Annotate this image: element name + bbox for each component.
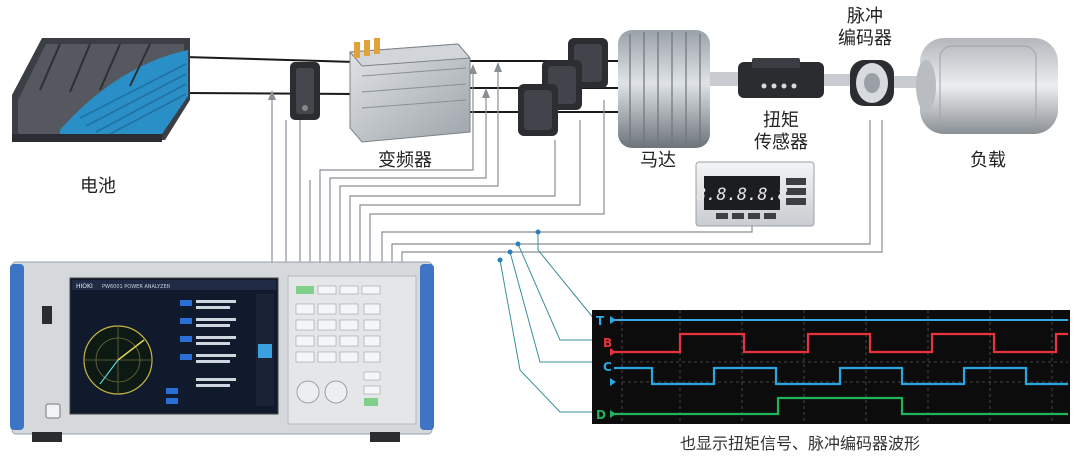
torque-meter xyxy=(695,161,815,227)
encoder-label-line2: 编码器 xyxy=(838,28,892,49)
battery-label: 电池 xyxy=(80,176,116,197)
torque-sensor-label-line2: 传感器 xyxy=(754,132,808,153)
leader-dots xyxy=(497,229,541,263)
power-analyzer xyxy=(10,261,434,442)
torque-sensor-label-line1: 扭矩 xyxy=(763,110,799,131)
pulse-encoder xyxy=(850,60,922,106)
torque-meter-readout: 8.8.8.8.8 xyxy=(696,185,788,205)
analyzer-model: PW6001 POWER ANALYZER xyxy=(102,284,171,290)
motor-label: 马达 xyxy=(640,150,676,171)
current-sensors-ac xyxy=(518,38,608,136)
load-label: 负载 xyxy=(970,150,1006,171)
torque-sensor-label: 扭矩 传感器 xyxy=(754,110,808,154)
channel-label-t: T xyxy=(596,314,605,328)
analyzer-brand: HIOKI xyxy=(76,283,93,290)
waveform-caption: 也显示扭矩信号、脉冲编码器波形 xyxy=(680,434,921,453)
current-sensor-dc xyxy=(290,62,320,120)
inverter-label: 变频器 xyxy=(378,150,432,171)
channel-label-b: B xyxy=(603,336,612,350)
channel-label-c: C xyxy=(603,360,612,374)
motor-unit xyxy=(618,30,740,148)
encoder-label-line1: 脉冲 xyxy=(847,6,883,27)
waveform-leaders xyxy=(499,232,596,413)
channel-label-d: D xyxy=(596,408,606,422)
torque-sensor xyxy=(738,58,850,98)
wire-arrows xyxy=(268,62,502,100)
waveform-panel xyxy=(592,310,1070,424)
inverter-unit xyxy=(348,38,472,143)
battery-pack xyxy=(12,38,190,142)
signal-wires xyxy=(271,64,883,262)
load-unit xyxy=(916,38,1058,134)
encoder-label: 脉冲 编码器 xyxy=(838,6,892,50)
